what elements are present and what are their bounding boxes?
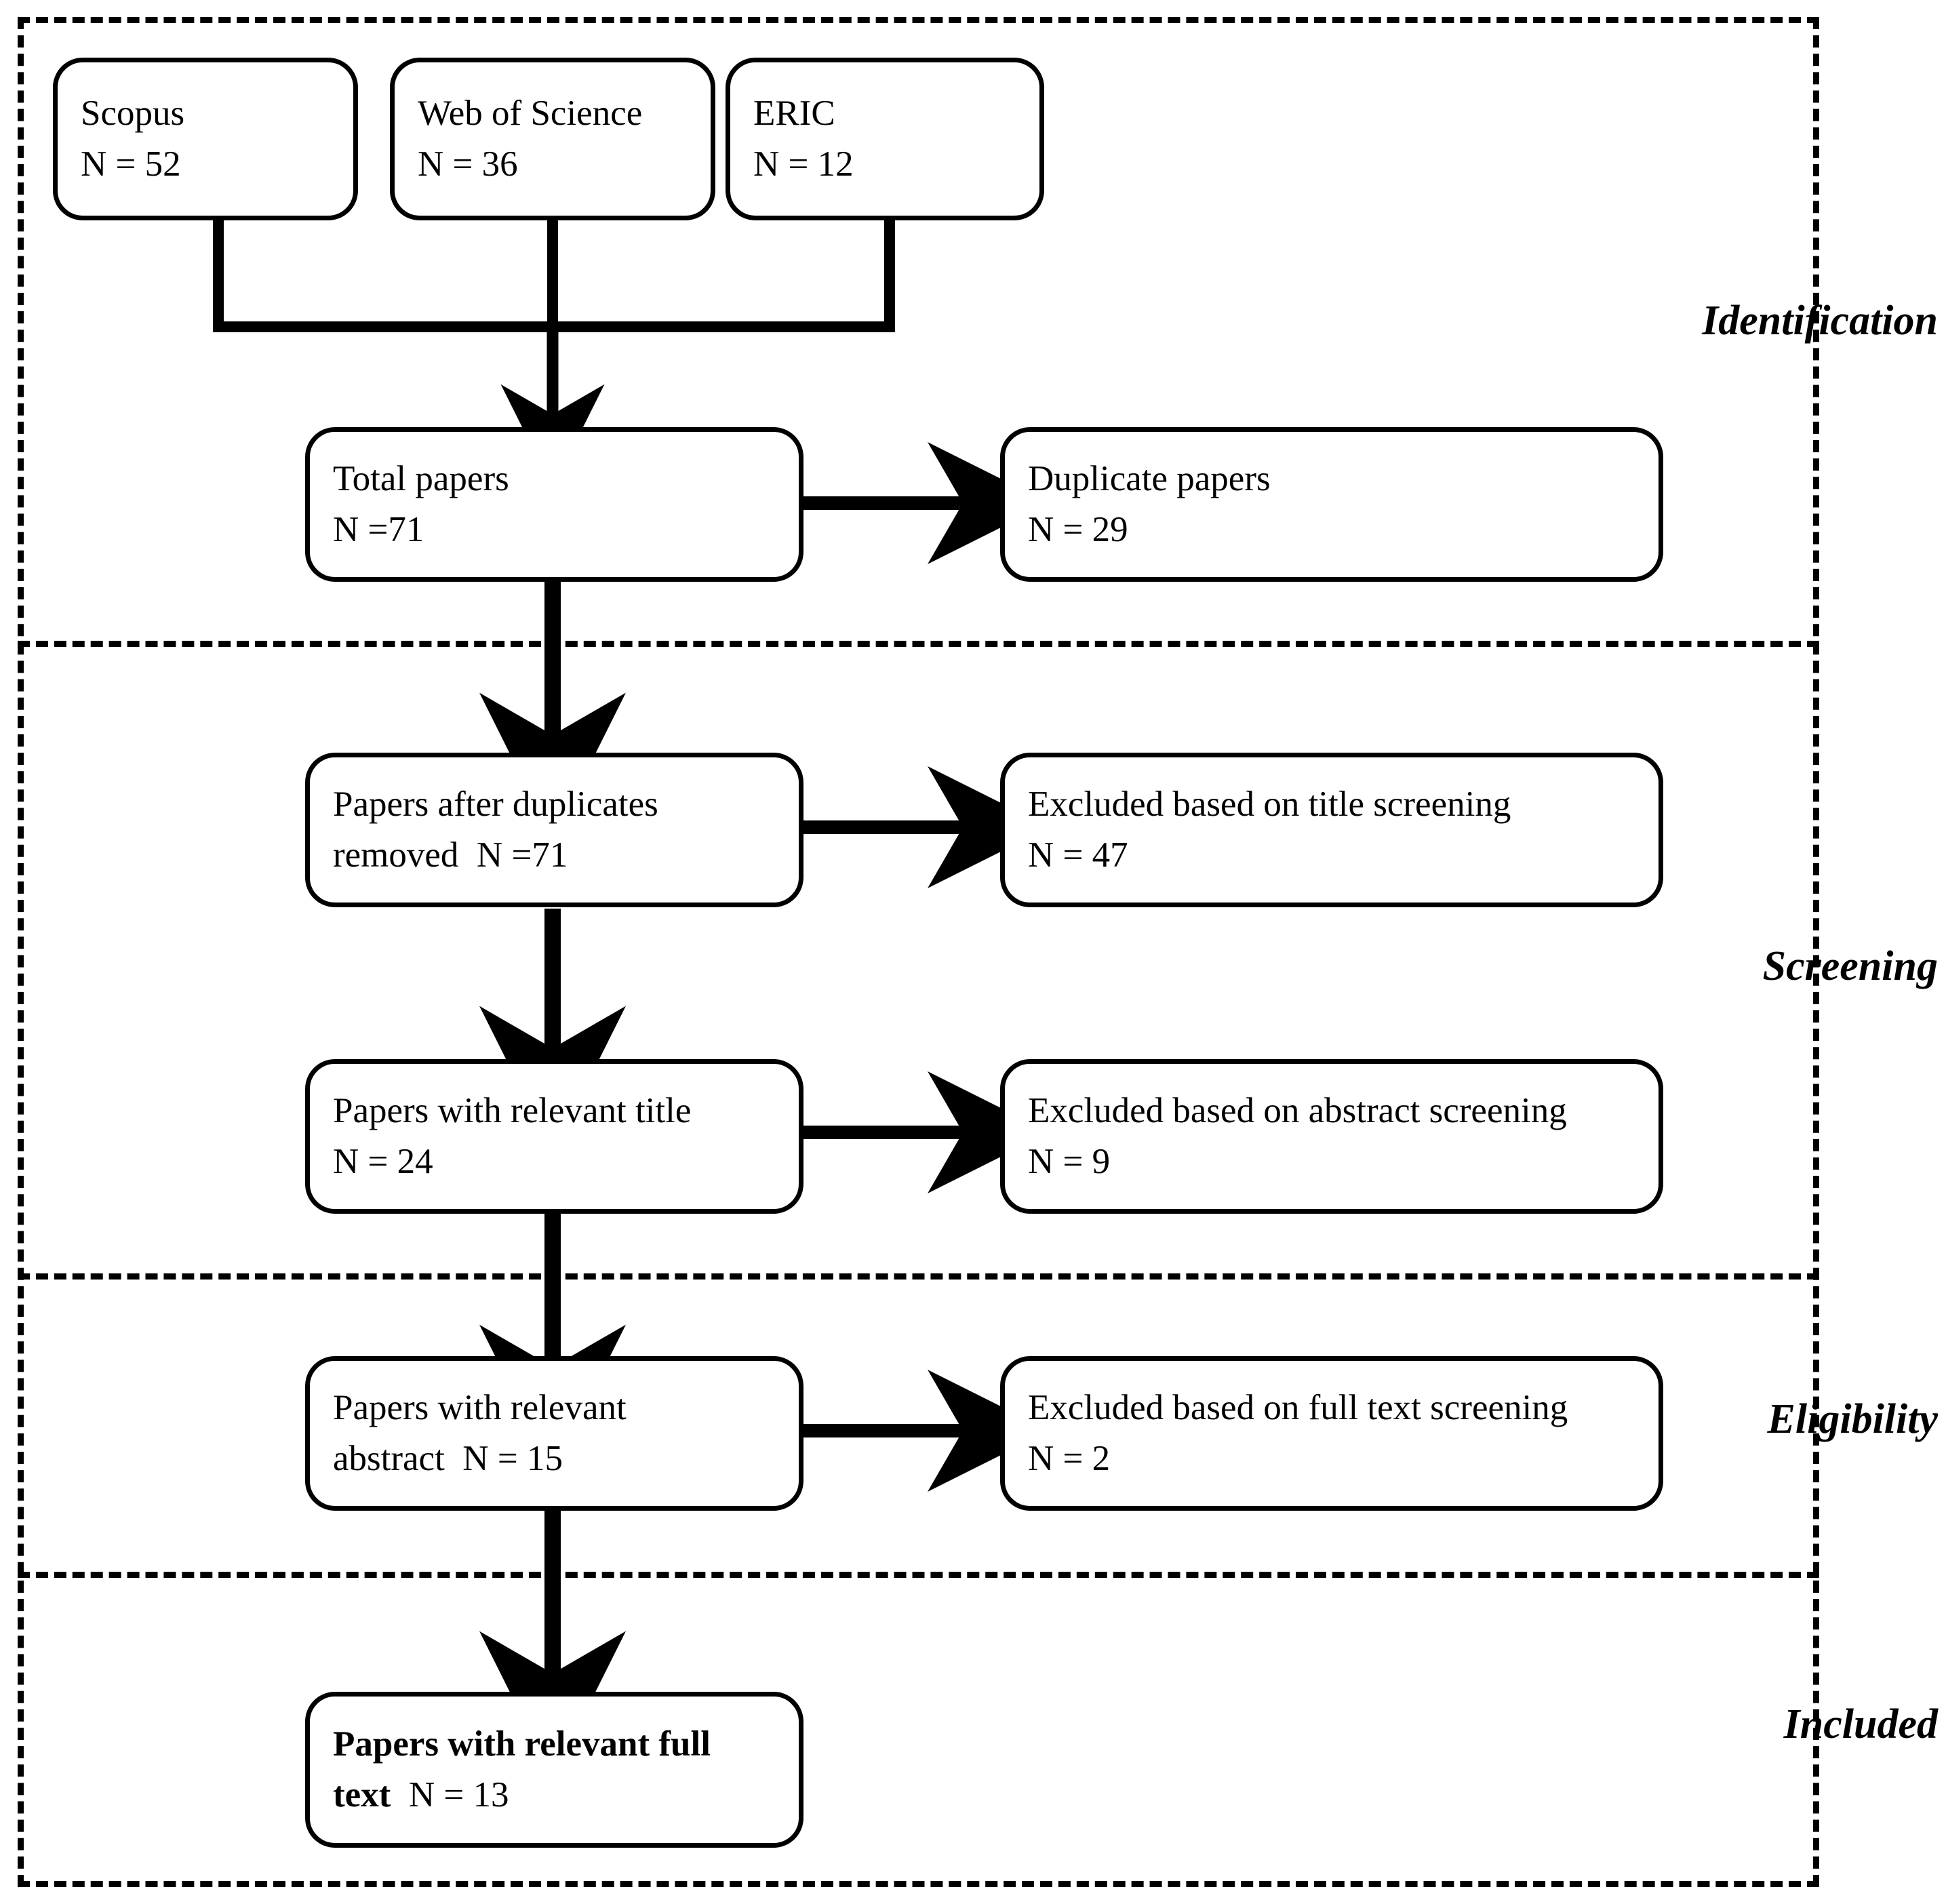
source-box-scopus[interactable]: Scopus N = 52 — [53, 58, 358, 220]
result-box-line2: text N = 13 — [333, 1770, 776, 1821]
excluded-box-count: N = 9 — [1028, 1142, 1111, 1181]
excluded-box-count: N = 47 — [1028, 835, 1128, 875]
flow-box-count: N = 24 — [333, 1142, 433, 1181]
stage-divider-eligibility-included — [18, 1572, 1819, 1578]
flow-box-papers-with-relevant-full-text[interactable]: Papers with relevant full text N = 13 — [305, 1692, 803, 1848]
excluded-box-title-screening[interactable]: Excluded based on title screening N = 47 — [1000, 753, 1663, 907]
flow-box-count: abstract N = 15 — [333, 1439, 563, 1478]
source-count: N = 12 — [753, 144, 854, 184]
flow-box-line1: Papers with relevant — [333, 1387, 627, 1427]
flow-box-count: N =71 — [333, 510, 424, 549]
source-box-eric[interactable]: ERIC N = 12 — [726, 58, 1044, 220]
source-merge-connector — [213, 218, 895, 332]
source-count: N = 52 — [81, 144, 181, 184]
excluded-box-line1: Excluded based on full text screening — [1028, 1387, 1568, 1427]
stage-label-included: Included — [1783, 1701, 1938, 1747]
excluded-box-line1: Excluded based on title screening — [1028, 784, 1511, 824]
result-box-count: N = 13 — [391, 1775, 509, 1814]
excluded-box-count: N = 29 — [1028, 510, 1128, 549]
excluded-box-abstract-screening[interactable]: Excluded based on abstract screening N =… — [1000, 1059, 1663, 1214]
stage-divider-identification-screening — [18, 641, 1819, 647]
flow-box-count: removed N =71 — [333, 835, 568, 875]
excluded-box-full-text-screening[interactable]: Excluded based on full text screening N … — [1000, 1356, 1663, 1511]
excluded-box-line1: Duplicate papers — [1028, 458, 1271, 498]
flow-box-papers-after-duplicates-removed[interactable]: Papers after duplicates removed N =71 — [305, 753, 803, 907]
source-box-web-of-science[interactable]: Web of Science N = 36 — [390, 58, 715, 220]
result-box-line2-bold: text — [333, 1775, 391, 1814]
flow-box-line1: Papers after duplicates — [333, 784, 658, 824]
flow-box-papers-with-relevant-abstract[interactable]: Papers with relevant abstract N = 15 — [305, 1356, 803, 1511]
source-name: ERIC — [753, 93, 835, 133]
flow-box-line1: Papers with relevant title — [333, 1090, 692, 1130]
result-box-line1: Papers with relevant full — [333, 1724, 711, 1764]
flow-box-line1: Total papers — [333, 458, 509, 498]
source-count: N = 36 — [418, 144, 518, 184]
stage-label-screening: Screening — [1762, 943, 1938, 989]
excluded-box-count: N = 2 — [1028, 1439, 1111, 1478]
flow-box-total-papers[interactable]: Total papers N =71 — [305, 427, 803, 582]
stage-label-identification: Identification — [1702, 298, 1938, 344]
excluded-box-duplicate-papers[interactable]: Duplicate papers N = 29 — [1000, 427, 1663, 582]
source-name: Web of Science — [418, 93, 643, 133]
stage-label-eligibility: Eligibility — [1767, 1396, 1938, 1442]
excluded-box-line1: Excluded based on abstract screening — [1028, 1090, 1567, 1130]
source-name: Scopus — [81, 93, 185, 133]
stage-divider-screening-eligibility — [18, 1273, 1819, 1280]
flow-box-papers-with-relevant-title[interactable]: Papers with relevant title N = 24 — [305, 1059, 803, 1214]
